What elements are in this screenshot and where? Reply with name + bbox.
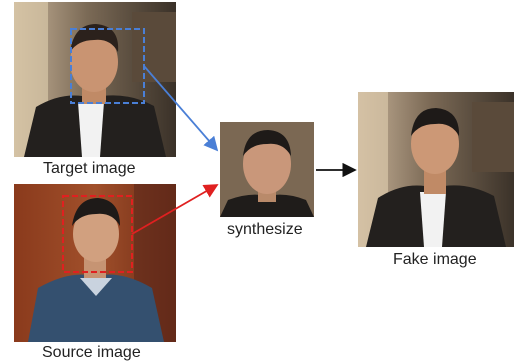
source-image-photo: [14, 184, 176, 342]
source-image-label: Source image: [42, 344, 141, 361]
target-image-label: Target image: [43, 160, 136, 177]
fake-image-photo: [358, 92, 514, 247]
synthesized-face-photo: [220, 122, 314, 217]
target-to-synth-arrow: [143, 65, 219, 152]
source-face-box: [62, 195, 133, 273]
fake-image-label: Fake image: [393, 251, 477, 268]
target-image-photo: [14, 2, 176, 157]
synthesize-label: synthesize: [227, 221, 303, 238]
target-face-box: [70, 28, 145, 104]
source-to-synth-arrow: [131, 184, 219, 235]
